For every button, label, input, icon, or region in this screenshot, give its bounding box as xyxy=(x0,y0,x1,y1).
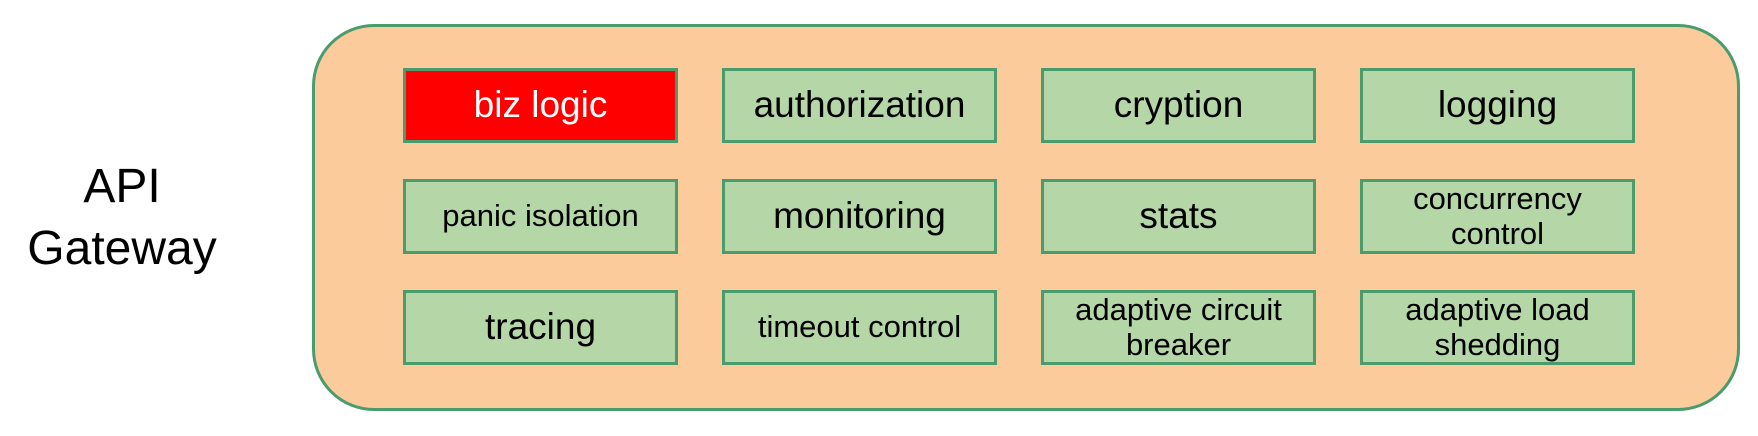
box-concurrency-control: concurrency control xyxy=(1360,179,1635,254)
box-biz-logic: biz logic xyxy=(403,68,678,143)
title-line-gateway: Gateway xyxy=(27,222,217,275)
box-tracing: tracing xyxy=(403,290,678,365)
box-adaptive-circuit-breaker: adaptive circuit breaker xyxy=(1041,290,1316,365)
box-monitoring: monitoring xyxy=(722,179,997,254)
api-gateway-title: API Gateway xyxy=(2,156,242,280)
box-adaptive-load-shedding: adaptive load shedding xyxy=(1360,290,1635,365)
box-timeout-control: timeout control xyxy=(722,290,997,365)
box-cryption: cryption xyxy=(1041,68,1316,143)
feature-grid: biz logic authorization cryption logging… xyxy=(403,68,1635,365)
box-panic-isolation: panic isolation xyxy=(403,179,678,254)
box-logging: logging xyxy=(1360,68,1635,143)
title-line-api: API xyxy=(83,160,161,213)
box-stats: stats xyxy=(1041,179,1316,254)
box-authorization: authorization xyxy=(722,68,997,143)
